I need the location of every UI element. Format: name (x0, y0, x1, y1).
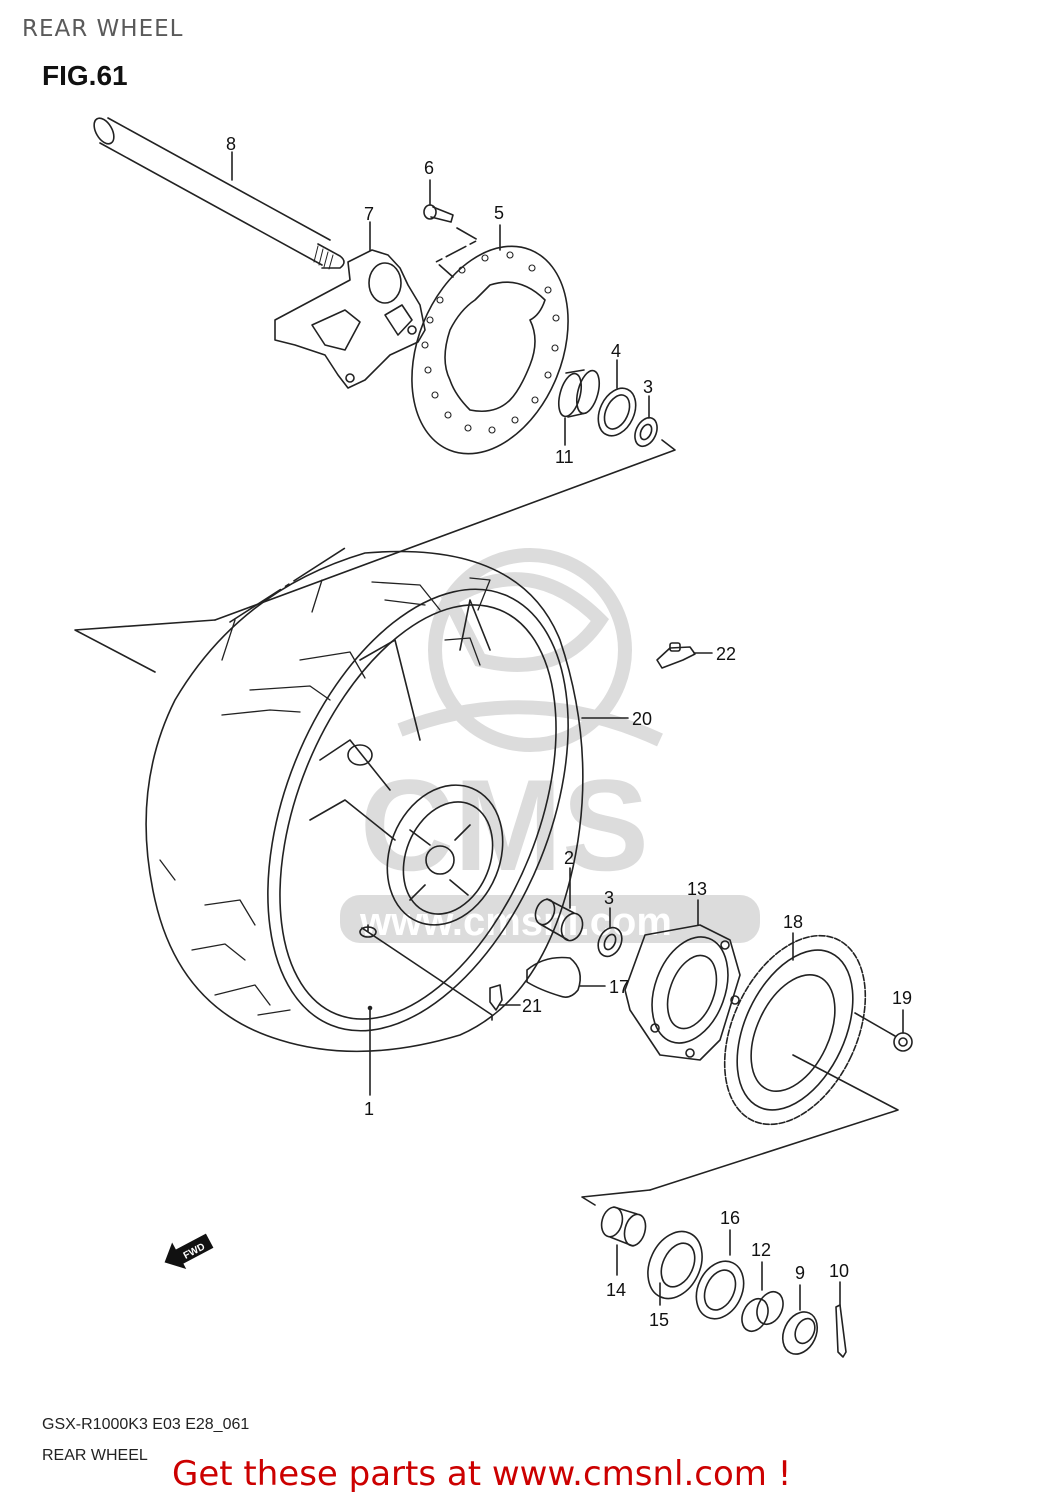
section-title: REAR WHEEL (42, 1447, 148, 1464)
disc-bolt-part[interactable] (423, 204, 454, 223)
callout-21: 21 (522, 996, 542, 1016)
valve-part[interactable] (489, 984, 503, 1011)
callout-19: 19 (892, 988, 912, 1008)
oil-seal-16-part[interactable] (687, 1254, 752, 1327)
spacer-2-part[interactable] (532, 897, 586, 944)
sprocket-drum-part[interactable] (624, 924, 742, 1061)
model-code: GSX-R1000K3 E03 E28_061 (42, 1416, 250, 1433)
callout-15: 15 (649, 1310, 669, 1330)
cotter-pin-part[interactable] (835, 1304, 847, 1358)
rear-wheel-rim-part[interactable] (209, 545, 628, 1074)
callout-10: 10 (829, 1261, 849, 1281)
callout-14: 14 (606, 1280, 626, 1300)
callout-12: 12 (751, 1240, 771, 1260)
callout-20: 20 (632, 709, 652, 729)
callout-3-top: 3 (643, 377, 653, 397)
callout-5: 5 (494, 203, 504, 223)
spacer-12-part[interactable] (737, 1288, 788, 1336)
bearing-3-lower-part[interactable] (594, 924, 627, 960)
forward-direction-arrow-icon: FWD (164, 1233, 214, 1269)
axle-nut-part[interactable] (776, 1306, 824, 1359)
rear-tire-part[interactable] (145, 550, 584, 1053)
figure-label: FIG.61 (42, 60, 128, 91)
callout-3-lower: 3 (604, 888, 614, 908)
callout-17: 17 (609, 977, 629, 997)
callout-4: 4 (611, 341, 621, 361)
callout-7: 7 (364, 204, 374, 224)
callout-13: 13 (687, 879, 707, 899)
oil-seal-4-part[interactable] (591, 382, 643, 442)
nut-19-part[interactable] (893, 1032, 913, 1052)
callout-8: 8 (226, 134, 236, 154)
callout-2: 2 (564, 848, 574, 868)
caliper-bracket-part[interactable] (274, 249, 426, 389)
balancer-weight-part[interactable] (656, 642, 696, 669)
collar-part[interactable] (598, 1205, 648, 1248)
spacer-11-part[interactable] (555, 368, 604, 419)
promo-link[interactable]: Get these parts at www.cmsnl.com ! (172, 1454, 792, 1494)
brake-disc-part[interactable] (383, 223, 597, 477)
callout-18: 18 (783, 912, 803, 932)
axle-part[interactable] (90, 115, 345, 270)
callout-6: 6 (424, 158, 434, 178)
sprocket-part[interactable] (697, 913, 894, 1147)
callout-16: 16 (720, 1208, 740, 1228)
callout-22: 22 (716, 644, 736, 664)
bearing-15-part[interactable] (638, 1223, 713, 1308)
callout-9: 9 (795, 1263, 805, 1283)
callout-1: 1 (364, 1099, 374, 1119)
bearing-3-top-part[interactable] (631, 414, 662, 450)
page-title: REAR WHEEL (22, 16, 184, 42)
callout-11: 11 (555, 447, 574, 467)
cushion-part[interactable] (526, 956, 581, 998)
